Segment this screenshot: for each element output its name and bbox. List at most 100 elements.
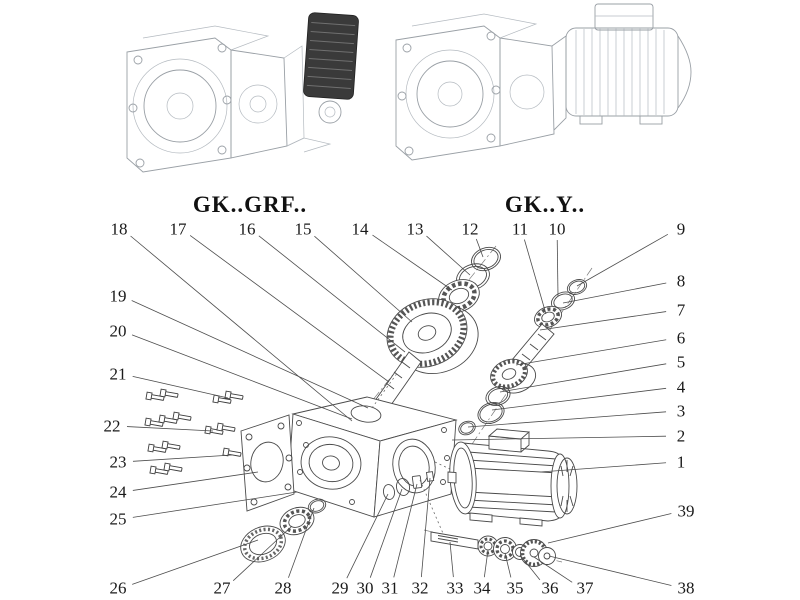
- intermediate-gear-drawing: [490, 358, 537, 394]
- leader-line-13: [426, 235, 471, 276]
- callout-number-15: 15: [295, 220, 312, 239]
- leader-line-24: [132, 471, 259, 491]
- leader-line-14: [372, 234, 453, 291]
- leader-line-18: [130, 235, 353, 422]
- leader-line-11: [524, 239, 547, 315]
- lower-bearing-drawing: [279, 506, 315, 536]
- leader-line-36: [519, 554, 541, 581]
- callout-number-32: 32: [412, 579, 429, 598]
- callout-number-10: 10: [549, 220, 566, 239]
- leader-line-32: [420, 477, 431, 578]
- leader-line-27: [232, 525, 293, 581]
- shaft-washer-drawing: [538, 547, 556, 565]
- leader-line-10: [556, 239, 559, 297]
- small-seal-drawing: [307, 498, 327, 514]
- callout-number-3: 3: [677, 402, 686, 421]
- callout-number-30: 30: [357, 579, 374, 598]
- motor-drawing: [447, 428, 578, 527]
- leader-line-29: [346, 493, 389, 579]
- callout-number-1: 1: [677, 453, 686, 472]
- callout-number-21: 21: [110, 365, 127, 384]
- callout-number-7: 7: [677, 301, 686, 320]
- leader-line-33: [449, 541, 454, 578]
- small-spacer-drawing: [550, 291, 576, 311]
- leader-line-12: [475, 238, 484, 258]
- input-shaft-assembly-drawing: [430, 531, 556, 567]
- small-ring-top-drawing: [566, 279, 588, 295]
- callout-number-24: 24: [110, 483, 128, 502]
- callout-number-27: 27: [214, 579, 232, 598]
- leader-line-25: [132, 491, 298, 518]
- leader-line-19: [131, 300, 369, 409]
- leader-line-38: [548, 555, 672, 586]
- callout-number-39: 39: [678, 502, 695, 521]
- callout-number-35: 35: [507, 579, 524, 598]
- bolt-set-drawing: [144, 388, 244, 477]
- callout-number-11: 11: [512, 220, 528, 239]
- callout-number-9: 9: [677, 220, 686, 239]
- fan-cowl-drawing: [556, 457, 578, 515]
- leader-line-5: [499, 363, 667, 393]
- shaft-bearing-a-drawing: [477, 535, 499, 557]
- input-cover-fins: [303, 12, 359, 100]
- motor-top-drawing: [565, 3, 692, 125]
- callout-number-22: 22: [104, 417, 121, 436]
- leader-line-21: [132, 375, 229, 399]
- leader-line-39: [547, 513, 672, 544]
- callout-number-6: 6: [677, 329, 686, 348]
- callout-number-25: 25: [110, 510, 127, 529]
- leader-line-6: [515, 339, 667, 366]
- leader-line-28: [288, 507, 315, 578]
- model-title-right: GK..Y..: [505, 192, 585, 217]
- leader-line-37: [533, 556, 573, 583]
- model-title-left: GK..GRF..: [193, 192, 307, 217]
- callout-number-28: 28: [275, 579, 292, 598]
- leader-line-20: [131, 334, 353, 420]
- leader-line-8: [562, 282, 667, 304]
- leader-line-4: [491, 387, 667, 411]
- callout-number-8: 8: [677, 272, 686, 291]
- callout-number-37: 37: [577, 579, 595, 598]
- leader-line-22: [126, 426, 214, 432]
- gearbox-grf-drawing: [126, 12, 359, 173]
- flange-plate-drawing: [240, 414, 295, 512]
- leader-line-31: [393, 483, 418, 578]
- leader-line-15: [314, 235, 413, 323]
- leader-line-1: [539, 462, 667, 473]
- callout-number-4: 4: [677, 378, 686, 397]
- callout-number-36: 36: [542, 579, 559, 598]
- gearbox-housing-drawing: [287, 396, 458, 518]
- callout-number-18: 18: [111, 220, 128, 239]
- callout-number-16: 16: [239, 220, 256, 239]
- callout-number-29: 29: [332, 579, 349, 598]
- leader-line-23: [132, 454, 233, 462]
- input-bearing-drawing: [534, 305, 562, 329]
- retaining-ring-drawing: [471, 246, 501, 272]
- callout-number-20: 20: [110, 322, 127, 341]
- callout-number-26: 26: [110, 579, 127, 598]
- leader-line-34: [483, 549, 489, 578]
- callout-number-13: 13: [407, 220, 424, 239]
- leader-line-16: [258, 235, 406, 353]
- leader-line-2: [451, 435, 667, 441]
- leader-line-7: [539, 311, 667, 331]
- callout-number-33: 33: [447, 579, 464, 598]
- exploded-view: [144, 245, 593, 567]
- adapter-parts-drawing: [371, 371, 453, 539]
- terminal-box-drawing: [487, 428, 531, 453]
- callout-number-5: 5: [677, 353, 686, 372]
- leader-line-9: [576, 233, 669, 287]
- callout-number-14: 14: [352, 220, 370, 239]
- callout-number-19: 19: [110, 287, 127, 306]
- shaft-seal-drawing: [477, 401, 505, 425]
- circlip-drawing: [458, 420, 476, 436]
- callout-number-17: 17: [170, 220, 188, 239]
- callout-number-2: 2: [677, 427, 686, 446]
- output-gear-drawing: [386, 298, 479, 374]
- leader-line-17: [189, 235, 390, 383]
- leader-line-30: [369, 488, 403, 578]
- callout-number-34: 34: [474, 579, 492, 598]
